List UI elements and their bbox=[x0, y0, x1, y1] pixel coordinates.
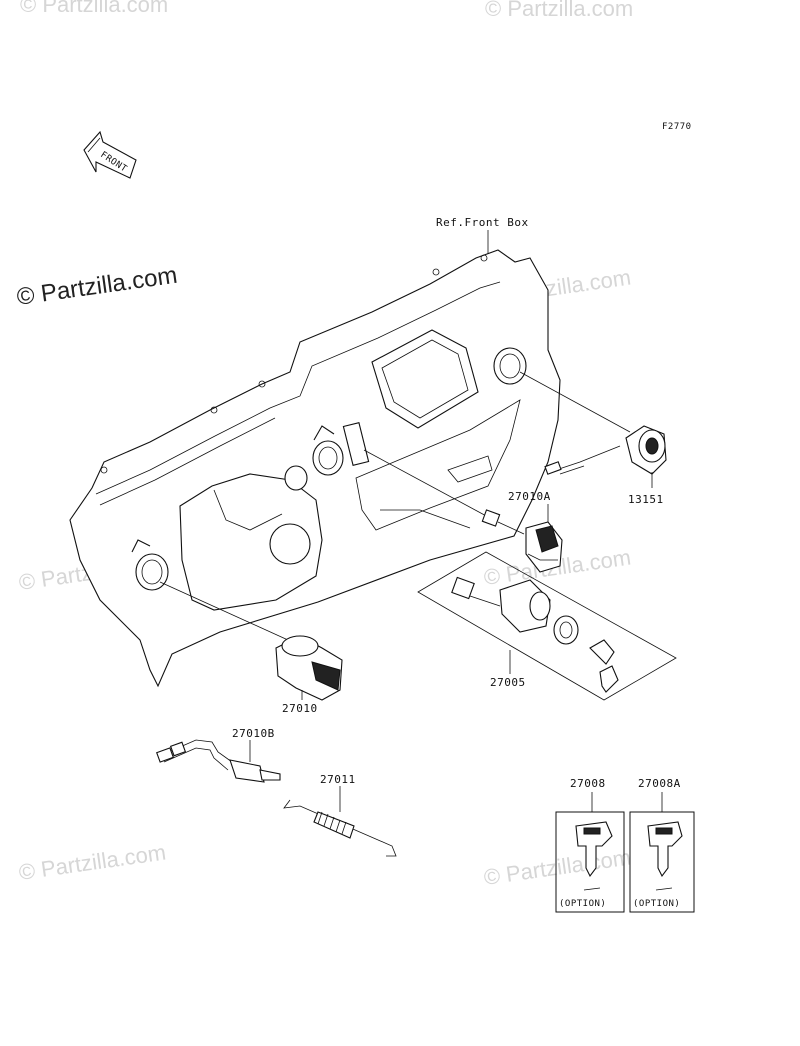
front-panel bbox=[69, 249, 561, 688]
part-13151-socket bbox=[544, 425, 667, 488]
part-label-27010B: 27010B bbox=[232, 727, 275, 740]
part-27008-key: 27008 (OPTION) bbox=[555, 777, 625, 913]
part-label-27008: 27008 bbox=[570, 777, 606, 790]
watermark: © Partzilla.com bbox=[482, 845, 632, 890]
part-label-27011: 27011 bbox=[320, 773, 356, 786]
watermark: © Partzilla.com bbox=[17, 840, 167, 885]
part-27010-rotary-switch bbox=[275, 635, 343, 701]
part-27011-spring bbox=[283, 786, 397, 857]
leader-line bbox=[419, 509, 471, 529]
part-27010B-sensor bbox=[156, 739, 281, 783]
part-label-13151: 13151 bbox=[628, 493, 664, 506]
option-label: (OPTION) bbox=[559, 899, 606, 909]
figure-code: F2770 bbox=[662, 122, 692, 132]
part-label-27005: 27005 bbox=[490, 676, 526, 689]
part-27005-ignition-switch bbox=[417, 551, 677, 701]
reference-label: Ref.Front Box bbox=[436, 216, 529, 229]
watermark: © Partzilla.com bbox=[20, 0, 168, 17]
option-label: (OPTION) bbox=[633, 899, 680, 909]
leader-line bbox=[519, 371, 631, 433]
watermark: © Partzilla.com bbox=[485, 0, 633, 21]
part-label-27010A: 27010A bbox=[508, 490, 551, 503]
part-label-27008A: 27008A bbox=[638, 777, 681, 790]
part-label-27010: 27010 bbox=[282, 702, 318, 715]
leader-line bbox=[363, 449, 491, 519]
leader-line bbox=[159, 581, 289, 641]
front-arrow-icon: FRONT bbox=[83, 130, 137, 179]
part-27008A-key: 27008A (OPTION) bbox=[629, 777, 695, 913]
partzilla-logo-text: © Partzilla.com bbox=[15, 262, 179, 311]
part-27010A-switch bbox=[481, 504, 563, 573]
